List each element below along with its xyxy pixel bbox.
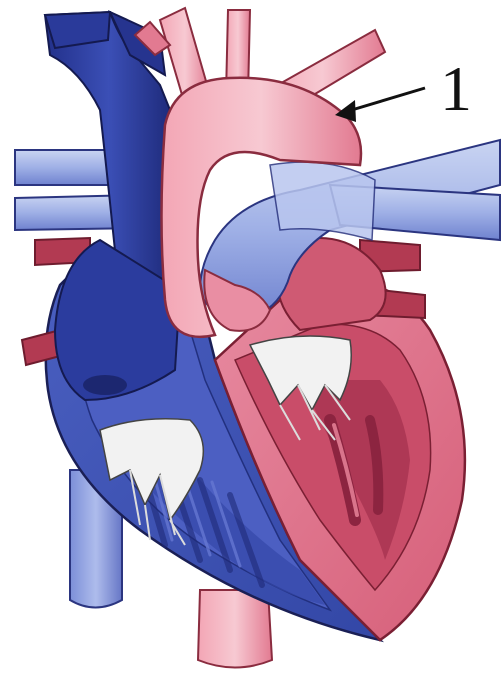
- callout-label-1: 1: [440, 53, 472, 124]
- descending-aorta: [198, 590, 272, 668]
- callout-arrow-line: [345, 88, 425, 112]
